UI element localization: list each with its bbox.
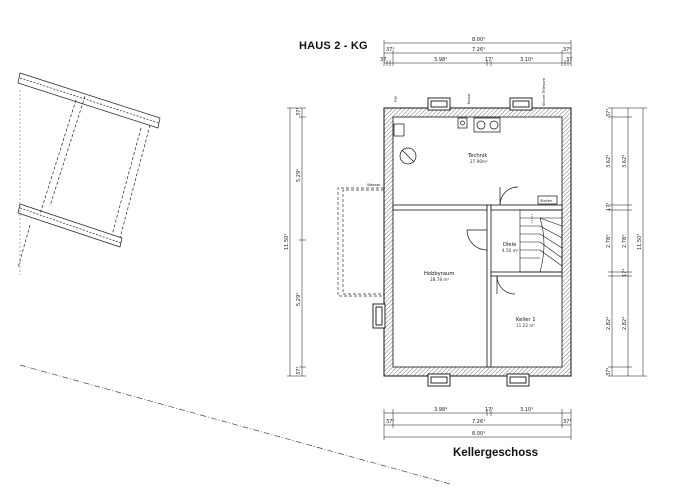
room-name-hobbyraum: Hobbyraum	[424, 271, 454, 277]
dim-top-inner: 7.26¹	[472, 47, 485, 53]
room-name-diele: Diele	[503, 242, 516, 248]
doors	[466, 186, 519, 295]
dim-right-a2: 3.62¹	[622, 155, 628, 168]
interior-walls	[392, 204, 563, 368]
outer-walls	[383, 107, 572, 377]
room-area-technik: 27.90m²	[470, 159, 488, 164]
bottom-dimensions	[383, 409, 572, 440]
dim-top-edge-b: 37	[566, 57, 572, 63]
dim-bottom-mid-wall: 17¹	[485, 407, 493, 413]
label-fw: FW	[393, 96, 398, 102]
site-sketch	[17, 72, 451, 485]
technik-equipment	[393, 117, 558, 205]
dim-left-top-wall: 37¹	[296, 108, 302, 116]
dim-top-right-wall: 37¹	[563, 47, 571, 53]
dim-bottom-left-wall: 37¹	[386, 419, 394, 425]
dim-bottom-right-span: 3.10¹	[520, 407, 533, 413]
dim-top-left-span: 3.98¹	[434, 57, 447, 63]
dim-top-right-span: 3.10¹	[520, 57, 533, 63]
dim-right-b2: 2.78¹	[622, 235, 628, 248]
exterior-dashed	[337, 187, 384, 297]
dim-left-total: 11.50¹	[284, 234, 290, 250]
label-wasser: Wasser	[367, 182, 381, 187]
staircase	[519, 209, 563, 273]
dim-right-w1: 17¹	[606, 203, 612, 211]
window-wells	[372, 97, 533, 387]
dim-bottom-right-wall: 37¹	[563, 419, 571, 425]
dim-right-bottom-wall: 37¹	[606, 368, 612, 376]
room-area-hobbyraum: 28.78 m²	[430, 277, 449, 282]
dim-top-mid-wall: 17¹	[485, 57, 493, 63]
label-strom: Strom Telekom	[541, 78, 546, 106]
dim-left-bottom-wall: 37¹	[296, 367, 302, 375]
dim-right-c2: 2.82¹	[622, 317, 628, 330]
room-name-keller: Keller 1	[516, 317, 536, 323]
label-stufen: Stufen	[540, 198, 553, 203]
dim-right-a: 3.62¹	[606, 155, 612, 168]
dim-right-w2: 17¹	[622, 269, 628, 277]
dim-bottom-left-span: 3.98¹	[434, 407, 447, 413]
room-area-keller: 11.22 m²	[516, 323, 535, 328]
dim-bottom-total: 8.00¹	[472, 431, 485, 437]
dim-right-c: 2.82¹	[606, 317, 612, 330]
dim-right-total: 11.50¹	[637, 234, 643, 250]
right-dimensions	[608, 107, 647, 377]
top-dimensions	[383, 40, 572, 66]
dim-top-left-wall: 37¹	[386, 47, 394, 53]
room-area-diele: 4.50 m²	[502, 248, 519, 253]
room-name-technik: Technik	[467, 153, 487, 159]
label-kanal: Kanal	[466, 93, 471, 104]
dim-right-top-wall: 37¹	[606, 109, 612, 117]
beam-upper	[17, 72, 161, 129]
dim-right-b: 2.78¹	[606, 235, 612, 248]
dim-bottom-inner: 7.26¹	[472, 419, 485, 425]
dim-top-edge-a: 37	[380, 57, 386, 63]
drawing-title: HAUS 2 - KG	[299, 40, 368, 52]
floor-subtitle: Kellergeschoss	[453, 447, 539, 459]
dim-top-total: 8.00¹	[472, 37, 485, 43]
left-dimensions	[287, 107, 306, 377]
dim-left-lower: 5.29¹	[296, 293, 302, 306]
dim-left-upper: 5.29¹	[296, 169, 302, 182]
